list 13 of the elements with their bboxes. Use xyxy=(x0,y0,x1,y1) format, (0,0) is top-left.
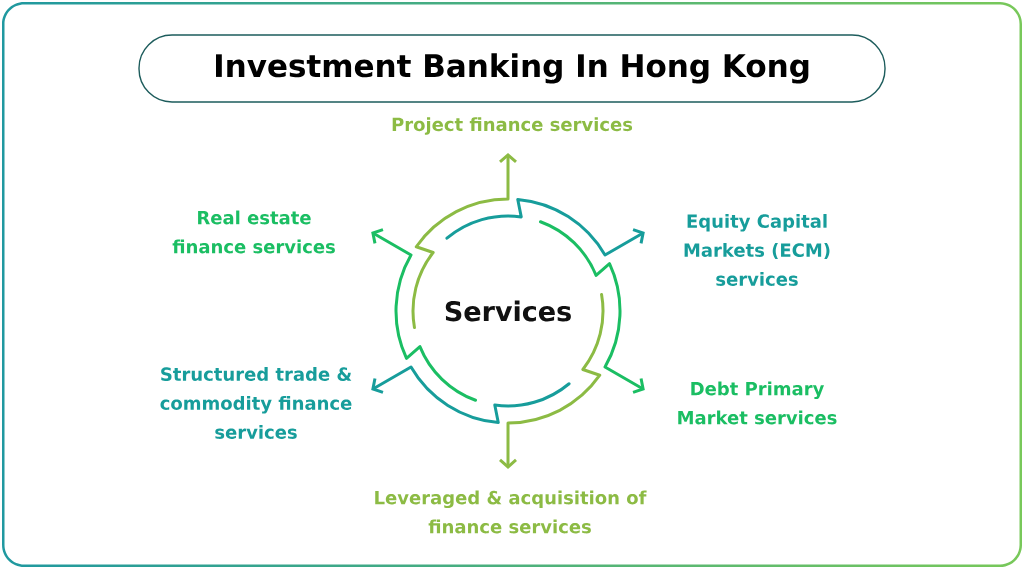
service-label: Real estate finance services xyxy=(172,210,335,254)
curved-arrow xyxy=(499,293,605,469)
curved-arrow xyxy=(371,228,477,402)
service-label: Equity Capital Markets (ECM) services xyxy=(684,214,830,286)
service-label: Leveraged & acquisition of finance services xyxy=(375,490,647,534)
service-label: Project finance services xyxy=(392,117,633,135)
center-text: Services xyxy=(445,300,571,322)
service-label: Debt Primary Market services xyxy=(678,381,837,425)
curved-arrow xyxy=(539,220,645,394)
curved-arrow xyxy=(411,153,517,329)
service-label: Structured trade & commodity finance services xyxy=(160,367,352,439)
curved-arrow xyxy=(371,365,571,425)
title-box: Investment Banking In Hong Kong xyxy=(138,34,886,103)
